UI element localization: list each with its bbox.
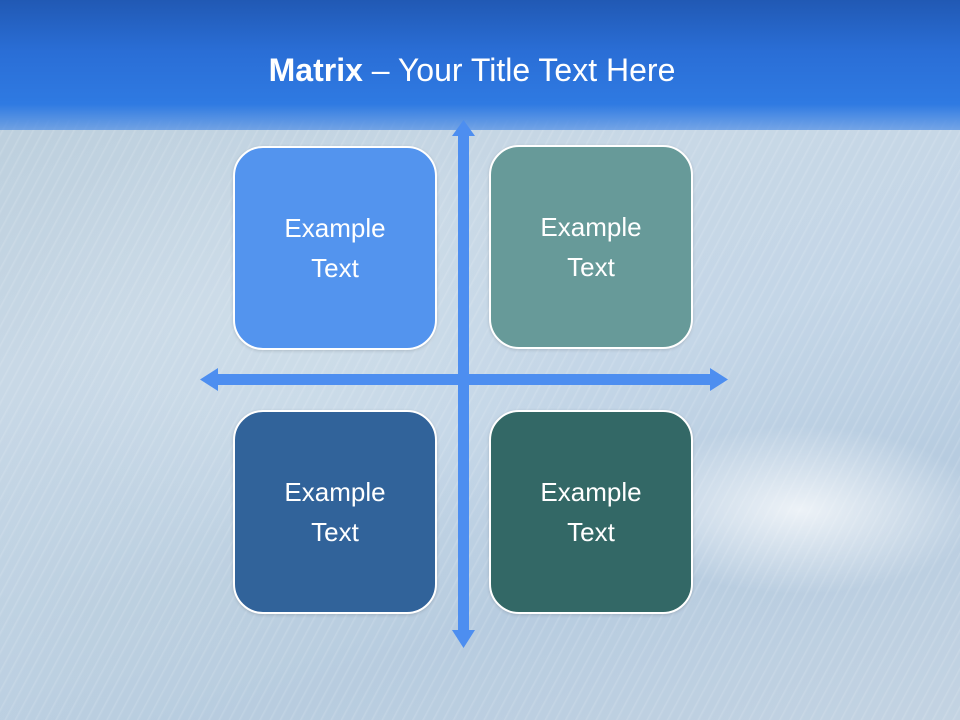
up-arrowhead: [452, 120, 475, 136]
box-label: Example Text: [284, 477, 386, 547]
right-arrowhead: [710, 368, 728, 391]
matrix-box-top-right: Example Text: [489, 145, 693, 349]
down-arrowhead: [452, 630, 475, 648]
title-bold: Matrix: [268, 52, 363, 88]
slide-title: Matrix – Your Title Text Here: [0, 48, 944, 92]
left-arrowhead: [200, 368, 218, 391]
box-label: Example Text: [540, 212, 642, 282]
title-banner: [0, 0, 960, 130]
title-rest: – Your Title Text Here: [362, 52, 676, 88]
ocean-wave-background: [0, 120, 960, 720]
matrix-box-top-left: Example Text: [233, 146, 437, 350]
box-label: Example Text: [540, 477, 642, 547]
matrix-box-bottom-left: Example Text: [233, 410, 437, 614]
horizontal-axis-line: [216, 374, 712, 385]
matrix-box-bottom-right: Example Text: [489, 410, 693, 614]
box-label: Example Text: [284, 213, 386, 283]
